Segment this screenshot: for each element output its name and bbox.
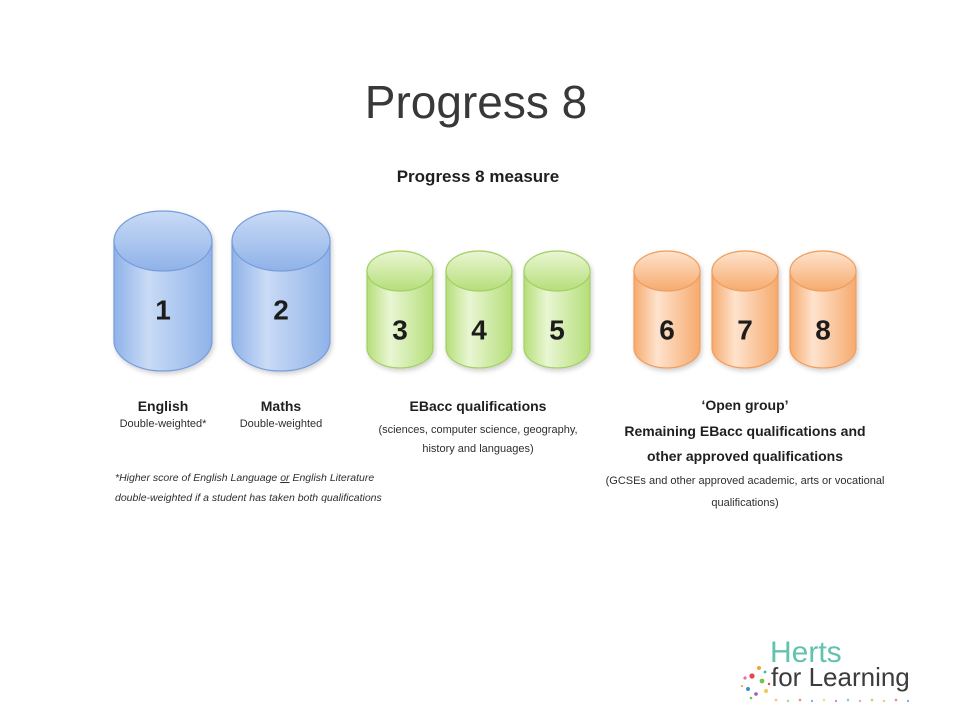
logo-dot — [754, 692, 758, 696]
open-group-description: Remaining EBacc qualifications and other… — [585, 419, 905, 469]
bucket-top — [789, 250, 857, 292]
open-group-caption: ‘Open group’ Remaining EBacc qualificati… — [585, 397, 905, 514]
bucket-number: 6 — [659, 315, 675, 346]
open-group-desc-line: other approved qualifications — [646, 448, 844, 464]
bucket-number: 4 — [471, 315, 487, 346]
ebacc-note-line: history and languages) — [422, 443, 534, 455]
bucket-top — [711, 250, 779, 292]
bucket-number: 3 — [392, 315, 408, 346]
logo-dot — [764, 689, 768, 693]
open-group-notes: (GCSEs and other approved academic, arts… — [585, 470, 905, 514]
bucket-body — [523, 270, 591, 369]
bucket-body — [113, 240, 213, 372]
logo-dot — [746, 687, 750, 691]
logo-dot — [858, 699, 862, 703]
logo-dot — [894, 698, 898, 702]
logo-dot — [774, 698, 778, 702]
bucket-body — [711, 270, 779, 369]
bucket-number: 8 — [815, 315, 831, 346]
logo-dot-trail — [774, 698, 910, 703]
logo-dot — [757, 666, 761, 670]
logo-dot — [834, 699, 838, 703]
logo-dot — [810, 699, 814, 703]
logo-dot — [798, 698, 802, 702]
english-label: English — [137, 398, 189, 414]
english-caption: English Double-weighted* — [108, 398, 218, 431]
open-group-desc-line: Remaining EBacc qualifications and — [624, 423, 866, 439]
bucket-5-ebacc: 5 — [523, 250, 591, 369]
bucket-top — [445, 250, 513, 292]
footnote-line-2: double-weighted if a student has taken b… — [115, 492, 382, 504]
logo-confetti-icon — [740, 666, 910, 703]
ebacc-notes: (sciences, computer science, geography, … — [358, 421, 598, 459]
logo-word-for-learning: for Learning — [771, 662, 910, 692]
logo-dot — [906, 699, 910, 703]
bucket-6-open-group: 6 — [633, 250, 701, 369]
logo-dot — [822, 698, 826, 702]
ebacc-note-line: (sciences, computer science, geography, — [378, 424, 578, 436]
maths-label: Maths — [260, 398, 302, 414]
bucket-number: 2 — [273, 295, 289, 326]
bucket-top — [633, 250, 701, 292]
logo-dot — [882, 699, 886, 703]
herts-for-learning-logo: Herts for Learning — [738, 636, 928, 712]
bucket-2-maths: 2 — [231, 210, 331, 372]
open-group-note-line: qualifications) — [711, 497, 779, 509]
open-group-label: ‘Open group’ — [701, 397, 789, 413]
bucket-3-ebacc: 3 — [366, 250, 434, 369]
bucket-4-ebacc: 4 — [445, 250, 513, 369]
open-group-note-line: (GCSEs and other approved academic, arts… — [605, 475, 885, 487]
logo-dot — [763, 670, 767, 674]
logo-dot — [786, 699, 790, 703]
english-footnote: *Higher score of English Language or Eng… — [115, 468, 415, 508]
slide-title: Progress 8 — [364, 76, 588, 128]
bucket-1-english: 1 — [113, 210, 213, 372]
diagram-subtitle: Progress 8 measure — [396, 167, 560, 186]
maths-caption: Maths Double-weighted — [226, 398, 336, 431]
logo-dot — [846, 698, 850, 702]
logo-word-herts: Herts — [770, 636, 842, 669]
logo-dot — [749, 673, 755, 679]
bucket-8-open-group: 8 — [789, 250, 857, 369]
bucket-number: 1 — [155, 295, 171, 326]
footnote-emphasis: or — [280, 472, 290, 484]
bucket-body — [789, 270, 857, 369]
footnote-text: English Literature — [289, 472, 375, 484]
logo-dot — [743, 676, 747, 680]
ebacc-caption: EBacc qualifications (sciences, computer… — [358, 398, 598, 459]
bucket-top — [366, 250, 434, 292]
bucket-top — [231, 210, 331, 272]
bucket-body — [633, 270, 701, 369]
footnote-line-1: *Higher score of English Language or Eng… — [115, 468, 415, 488]
logo-dot — [767, 682, 771, 686]
maths-weighting-note: Double-weighted — [239, 418, 323, 430]
bucket-number: 7 — [737, 315, 753, 346]
logo-dot — [740, 684, 744, 688]
bucket-body — [366, 270, 434, 369]
logo-dot — [759, 678, 765, 684]
bucket-top — [523, 250, 591, 292]
footnote-text: *Higher score of English Language — [115, 472, 281, 484]
bucket-body — [231, 240, 331, 372]
english-weighting-note: Double-weighted* — [119, 418, 207, 430]
logo-dot — [749, 696, 753, 700]
bucket-7-open-group: 7 — [711, 250, 779, 369]
bucket-top — [113, 210, 213, 272]
logo-dot — [870, 698, 874, 702]
bucket-number: 5 — [549, 315, 565, 346]
ebacc-label: EBacc qualifications — [409, 398, 547, 414]
bucket-body — [445, 270, 513, 369]
